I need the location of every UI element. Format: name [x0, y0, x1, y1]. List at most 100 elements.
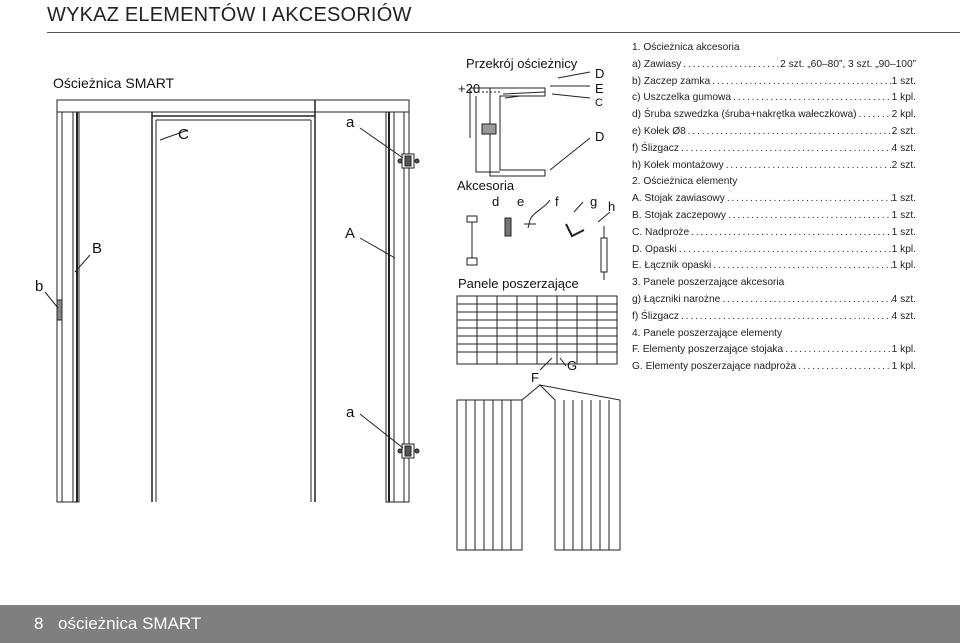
accessories-title: Akcesoria: [457, 178, 515, 193]
list-item-quantity: 1 kpl.: [891, 361, 916, 373]
label-D-mid: D: [595, 129, 604, 144]
list-item-label: G. Elementy poszerzające nadproża: [632, 361, 797, 373]
frame-title: Ościeżnica SMART: [53, 75, 175, 91]
list-item: d) Śruba szwedzka (śruba+nakrętka wałecz…: [632, 107, 916, 124]
list-item-label: 1. Ościeżnica akcesoria: [632, 42, 740, 53]
list-item-quantity: 2 szt. „60–80”, 3 szt. „90–100”: [780, 58, 916, 70]
list-item-quantity: 1 kpl.: [891, 344, 916, 356]
list-item: G. Elementy poszerzające nadproża 1 kpl.: [632, 359, 916, 376]
section-title: Przekrój ościeżnicy: [466, 56, 578, 71]
list-item-label: A. Stojak zawiasowy: [632, 193, 725, 205]
dot-leader: [679, 141, 892, 158]
list-item-quantity: 1 szt.: [891, 193, 916, 205]
list-item: D. Opaski 1 kpl.: [632, 242, 916, 259]
list-item-quantity: 1 szt.: [891, 226, 916, 238]
list-item: c) Uszczelka gumowa1 kpl.: [632, 90, 916, 107]
label-F: F: [531, 370, 539, 385]
label-g: g: [590, 194, 597, 209]
list-item-quantity: 4 szt.: [891, 310, 916, 322]
list-item-label: E. Łącznik opaski: [632, 260, 712, 272]
dot-leader: [720, 292, 891, 309]
label-A: A: [345, 225, 355, 242]
plus-label: +20: [458, 81, 480, 96]
list-item: a) Zawiasy 2 szt. „60–80”, 3 szt. „90–100…: [632, 57, 916, 74]
list-item: b) Zaczep zamka 1 szt.: [632, 74, 916, 91]
dot-leader: [857, 107, 892, 124]
list-item: f) Ślizgacz 4 szt.: [632, 141, 916, 158]
dot-leader: [679, 309, 892, 326]
list-item: g) Łączniki narożne 4 szt.: [632, 292, 916, 309]
list-item: B. Stojak zaczepowy 1 szt.: [632, 208, 916, 225]
label-E: E: [595, 81, 604, 96]
corner-connector-icon: [565, 223, 585, 238]
list-item-quantity: 4 szt.: [891, 142, 916, 154]
list-item-label: e) Kołek Ø8: [632, 125, 686, 137]
label-D-top: D: [595, 66, 604, 81]
dot-leader: [711, 258, 891, 275]
label-e: e: [517, 194, 524, 209]
list-item: 2. Ościeżnica elementy: [632, 174, 916, 191]
mounting-pin-icon: [600, 226, 608, 280]
list-item-quantity: 4 szt.: [891, 293, 916, 305]
list-item-label: f) Ślizgacz: [632, 310, 679, 322]
list-item-label: F. Elementy poszerzające stojaka: [632, 344, 784, 356]
parts-list: 1. Ościeżnica akcesoria a) Zawiasy 2 szt. …: [632, 40, 916, 376]
page-title: WYKAZ ELEMENTÓW I AKCESORIÓW: [47, 4, 412, 26]
list-item-quantity: 2 szt.: [891, 159, 916, 171]
list-item-quantity: 2 kpl.: [891, 109, 916, 121]
list-item-label: d) Śruba szwedzka (śruba+nakrętka wałecz…: [632, 109, 857, 121]
label-a-bottom: a: [346, 404, 355, 421]
list-item: A. Stojak zawiasowy 1 szt.: [632, 191, 916, 208]
list-item: h) Kołek montażowy 2 szt.: [632, 158, 916, 175]
list-item-quantity: 1 kpl.: [891, 260, 916, 272]
dot-leader: [677, 242, 892, 259]
swedish-screw-icon: [466, 215, 478, 266]
dowel-icon: [504, 217, 512, 237]
page-number: 8: [34, 614, 44, 633]
list-item-quantity: 1 szt.: [891, 209, 916, 221]
panels-title: Panele poszerzające: [458, 276, 579, 291]
dot-leader: [783, 342, 891, 359]
list-item-label: f) Ślizgacz: [632, 142, 679, 154]
list-item-label: B. Stojak zaczepowy: [632, 209, 726, 221]
list-item-label: 2. Ościeżnica elementy: [632, 176, 738, 188]
label-d: d: [492, 194, 499, 209]
list-item: C. Nadproże 1 szt.: [632, 225, 916, 242]
dot-leader: [796, 359, 891, 376]
label-h: h: [608, 199, 615, 214]
label-B: B: [92, 240, 102, 257]
list-item-label: 4. Panele poszerzające elementy: [632, 327, 783, 339]
list-item-quantity: 1 szt.: [891, 75, 916, 87]
hinge-top-icon: [397, 153, 420, 169]
list-item-label: b) Zaczep zamka: [632, 75, 711, 87]
list-item-label: 3. Panele poszerzające akcesoria: [632, 277, 785, 289]
extension-panels-stack: [456, 295, 618, 365]
list-item-quantity: 2 szt.: [891, 125, 916, 137]
footer-bar: 8 ościeżnica SMART: [0, 605, 960, 643]
list-item-label: C. Nadproże: [632, 226, 690, 238]
frame-cross-section: [469, 71, 591, 177]
label-a-top: a: [346, 114, 355, 131]
frame-header: [56, 99, 410, 502]
list-item-quantity: 1 kpl.: [891, 243, 916, 255]
list-item: e) Kołek Ø8 2 szt.: [632, 124, 916, 141]
dot-leader: [710, 74, 892, 91]
list-item-label: a) Zawiasy: [632, 58, 682, 70]
list-item: 1. Ościeżnica akcesoria: [632, 40, 916, 57]
list-item-label: h) Kołek montażowy: [632, 159, 724, 171]
dot-leader: [689, 225, 891, 242]
label-C: C: [178, 126, 189, 143]
list-item: f) Ślizgacz 4 szt.: [632, 309, 916, 326]
footer-title: ościeżnica SMART: [58, 614, 202, 633]
list-item: 4. Panele poszerzające elementy: [632, 326, 916, 343]
list-item: F. Elementy poszerzające stojaka 1 kpl.: [632, 342, 916, 359]
technical-drawing: Ościeżnica SMART Przekrój ościeżnicy +20…: [35, 56, 621, 551]
dot-leader: [725, 191, 892, 208]
glider-icon: [524, 199, 551, 229]
title-underline: [47, 32, 960, 33]
list-item-label: c) Uszczelka gumowa: [632, 92, 732, 104]
list-item: 3. Panele poszerzające akcesoria: [632, 275, 916, 292]
list-item-label: g) Łączniki narożne: [632, 293, 721, 305]
dot-leader: [731, 90, 892, 107]
list-item-label: D. Opaski: [632, 243, 677, 255]
